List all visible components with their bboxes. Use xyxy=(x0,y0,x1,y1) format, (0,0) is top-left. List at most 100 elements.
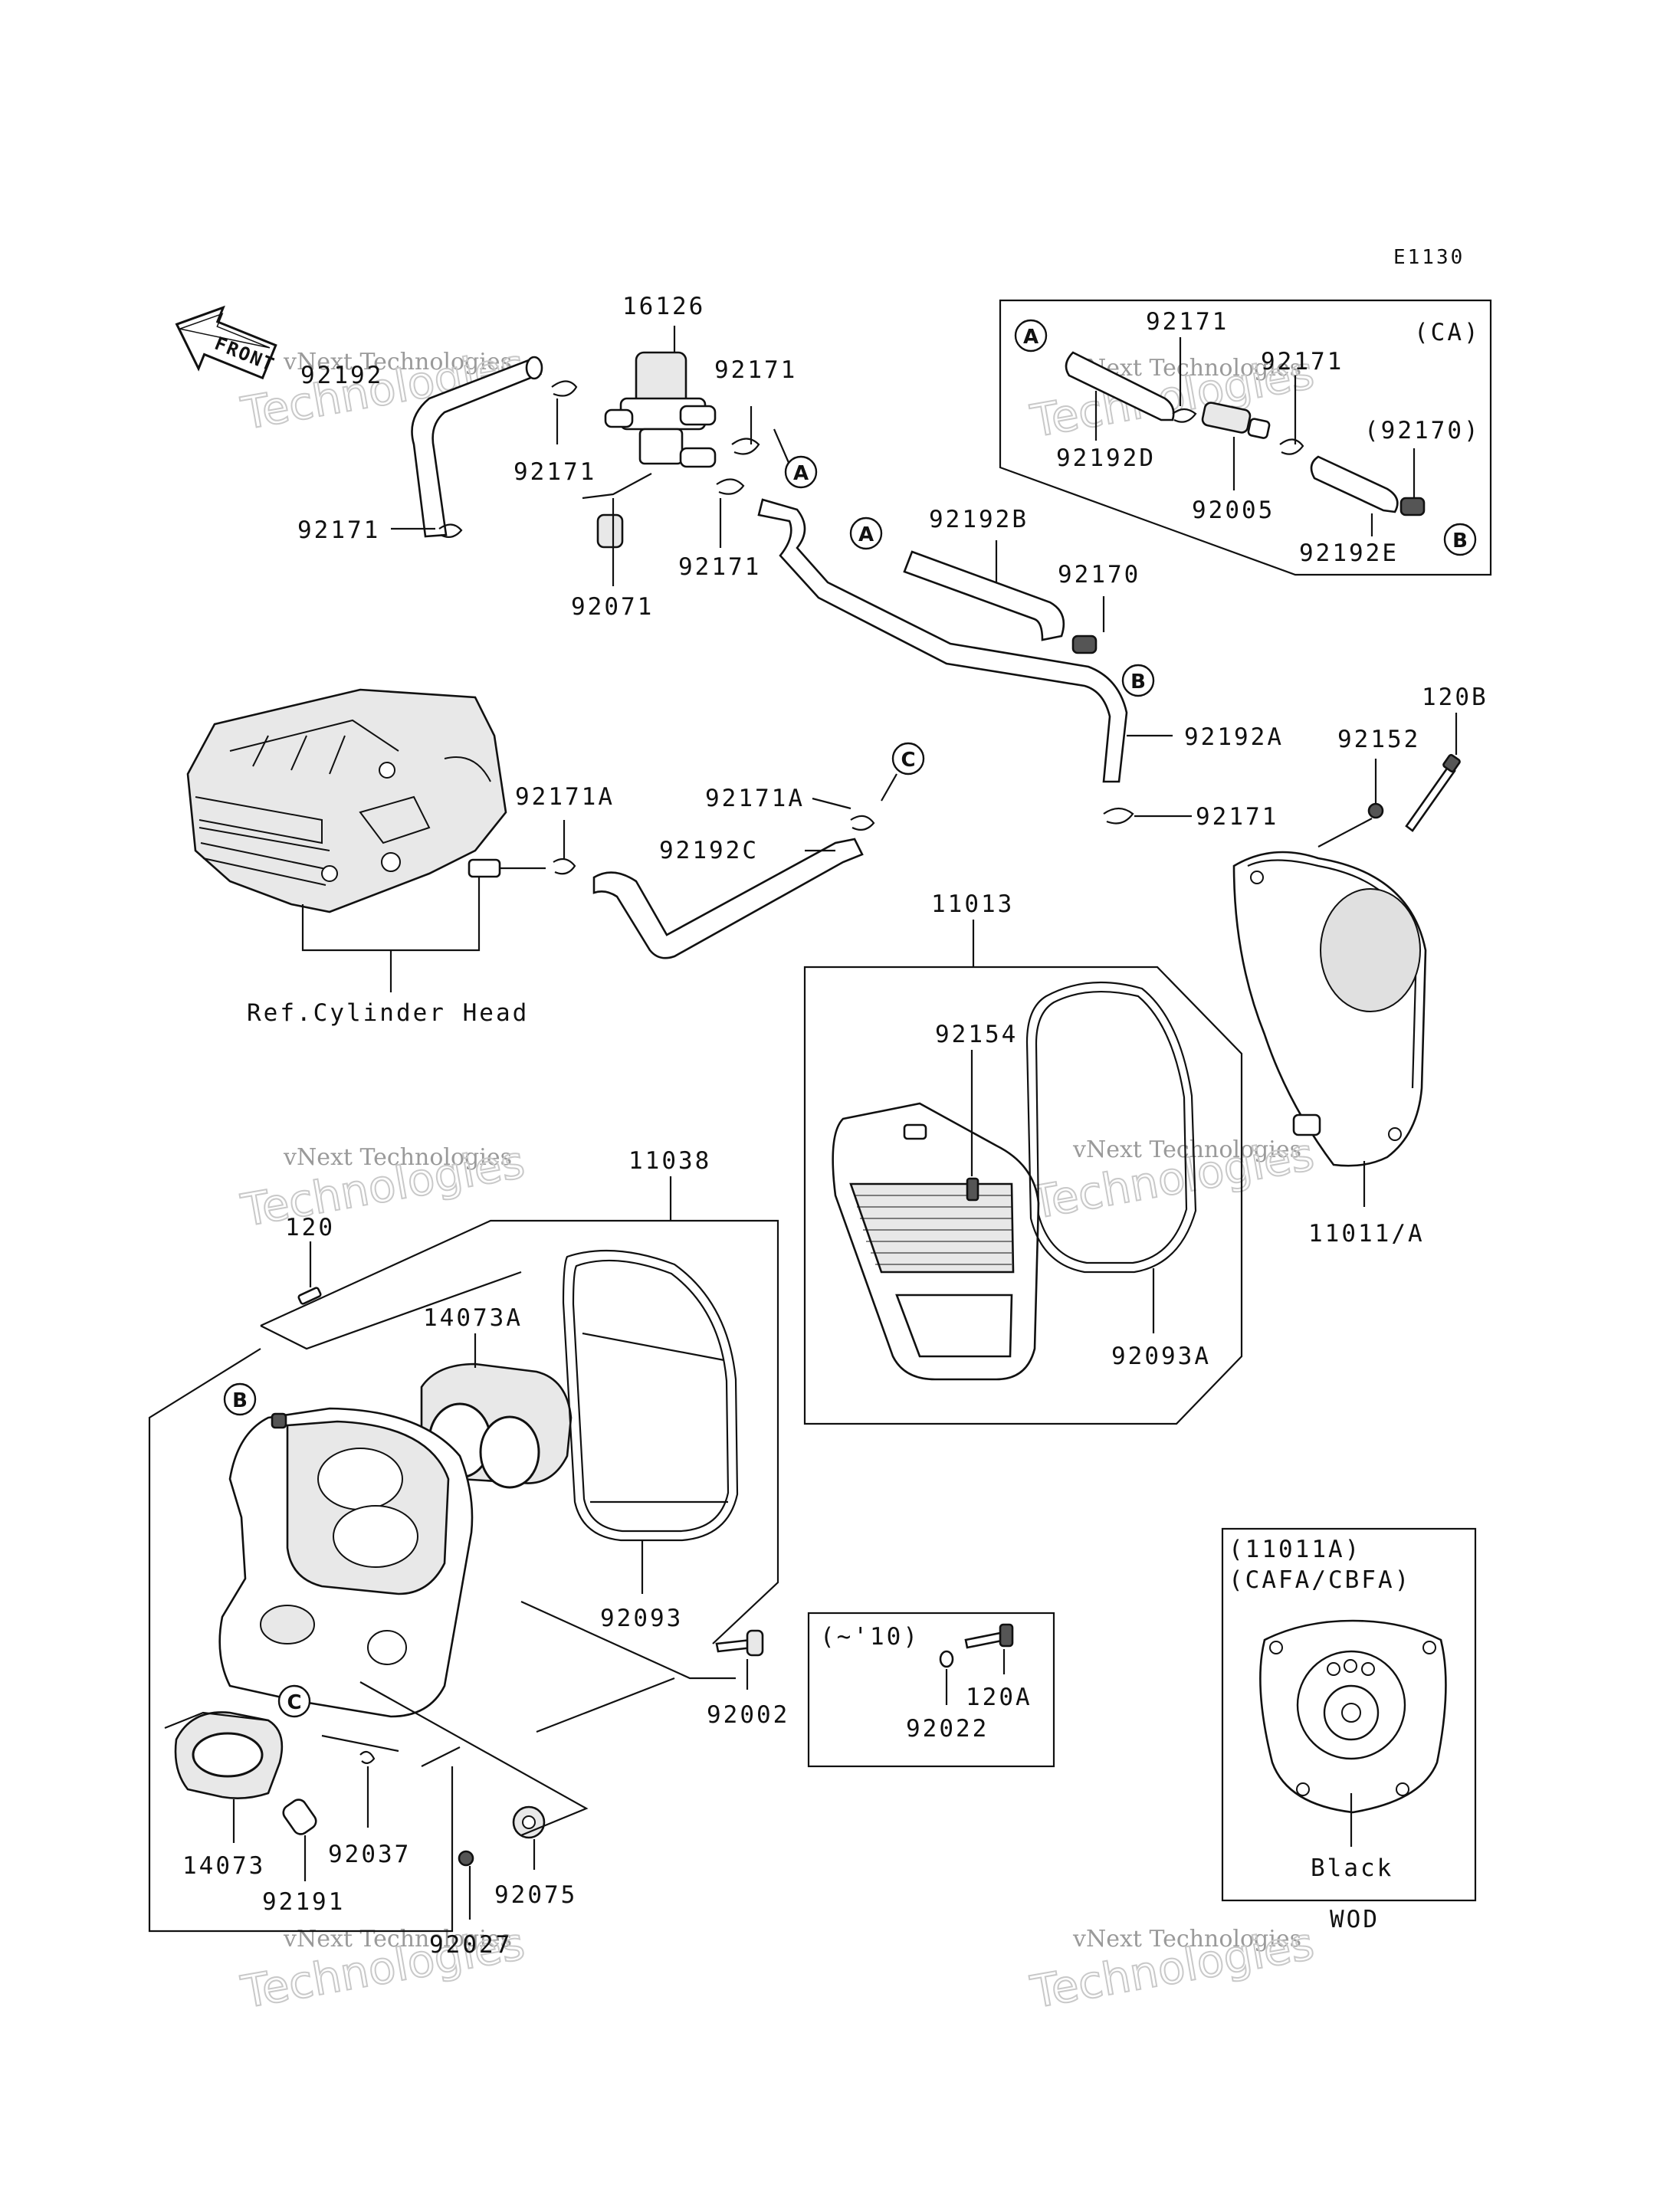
callout-b: B xyxy=(223,1382,257,1416)
plug-92191 xyxy=(282,1799,317,1835)
part-label: 92171A xyxy=(705,785,805,812)
part-label: 92093 xyxy=(600,1605,683,1632)
screw-120 xyxy=(297,1287,322,1305)
wod-label: WOD xyxy=(1330,1906,1380,1933)
clamp-92171a xyxy=(553,857,576,875)
base-port xyxy=(317,1448,403,1510)
part-label: 92171 xyxy=(714,356,797,384)
element-lower xyxy=(895,1294,1013,1358)
bolt-120b xyxy=(1405,765,1456,832)
ca-inset-frame xyxy=(999,299,1492,576)
part-label: 92022 xyxy=(906,1715,989,1743)
gasket-92093a xyxy=(1025,981,1197,1274)
range-label: (~'10) xyxy=(820,1623,920,1651)
hose-92192c xyxy=(592,838,864,959)
part-label: 92005 xyxy=(1192,497,1275,524)
part-label: 92171 xyxy=(514,458,596,486)
part-label: 14073 xyxy=(182,1852,265,1880)
joint-end xyxy=(1247,418,1271,439)
part-label: 92192D xyxy=(1056,444,1156,472)
svg-text:B: B xyxy=(1130,671,1146,694)
part-label: 92170 xyxy=(1058,561,1140,589)
svg-text:A: A xyxy=(793,462,809,485)
ca-title: (CA) xyxy=(1414,319,1481,346)
clip-92037 xyxy=(359,1750,376,1764)
base-box-frame xyxy=(421,1746,461,1767)
leader-line xyxy=(881,773,897,802)
bolt-head xyxy=(746,1629,764,1657)
cover-center-hole xyxy=(1341,1703,1361,1723)
part-label: 11013 xyxy=(931,890,1014,918)
cover-hole xyxy=(1422,1641,1436,1654)
base-box-frame xyxy=(148,1348,454,1933)
part-label: 92192A xyxy=(1184,723,1284,751)
fitting xyxy=(468,858,501,878)
element-assembly-11013: 11013 92154 92093A xyxy=(803,890,1243,1425)
part-label: 92171 xyxy=(1196,803,1278,831)
cylinder-head: C Ref.Cylinder Head 92171A 92171A 92192C xyxy=(186,688,925,1027)
callout-a: A xyxy=(1014,319,1048,353)
base-boss xyxy=(260,1605,315,1644)
duct-opening xyxy=(192,1732,264,1778)
inset-frame xyxy=(807,1612,1055,1768)
part-label: 92171 xyxy=(678,553,761,581)
part-label: 92152 xyxy=(1337,726,1420,753)
clamp-92171 xyxy=(1172,408,1197,423)
screw-92154 xyxy=(966,1177,979,1202)
base-box-frame xyxy=(536,1677,675,1733)
element-tab xyxy=(903,1123,927,1140)
part-label: 92192B xyxy=(929,506,1029,533)
clamp-92171 xyxy=(731,438,760,455)
callout-a: A xyxy=(784,455,818,489)
cover-hole xyxy=(1361,1662,1375,1676)
svg-text:B: B xyxy=(1452,530,1468,553)
part-label: 92192 xyxy=(300,362,383,389)
element-filter xyxy=(849,1182,1015,1274)
watermark: vNext Technologies Technologies vNext Te… xyxy=(237,338,1319,2019)
cover-hole xyxy=(1250,871,1264,884)
leader-line xyxy=(773,428,791,465)
part-label: 92192E xyxy=(1299,539,1399,567)
cover-dome xyxy=(1320,888,1421,1012)
joint-92005 xyxy=(1201,402,1252,434)
part-label: 120A xyxy=(966,1684,1032,1711)
cover-hole xyxy=(1327,1662,1340,1676)
callout-c: C xyxy=(891,742,925,776)
hose-92192a xyxy=(757,498,1128,783)
part-label: 120 xyxy=(285,1214,335,1241)
cover-hole xyxy=(1296,1782,1310,1796)
cylinder-head-block xyxy=(186,688,507,913)
cover-hole xyxy=(1388,1127,1402,1141)
callout-a: A xyxy=(849,516,883,550)
part-label: (92170) xyxy=(1364,417,1481,444)
grommet-hole xyxy=(522,1815,536,1829)
watermark-text: vNext Technologies xyxy=(1072,1136,1301,1163)
element-box-frame xyxy=(803,966,1243,1425)
base-fitting xyxy=(367,1630,407,1665)
svg-text:B: B xyxy=(232,1389,248,1412)
leader-line xyxy=(1317,818,1373,848)
svg-text:A: A xyxy=(1023,326,1039,349)
wod-markets-label: (CAFA/CBFA) xyxy=(1229,1566,1411,1594)
part-label: 92154 xyxy=(935,1021,1018,1048)
base-nipple xyxy=(271,1412,287,1429)
screw-head xyxy=(999,1623,1014,1648)
clamp-92170 xyxy=(1399,497,1426,516)
diagram-code: E1130 xyxy=(1393,246,1465,269)
callout-b: B xyxy=(1121,664,1155,697)
part-label: 120B xyxy=(1422,684,1488,711)
part-label: 92171 xyxy=(1261,348,1344,375)
watermark-text: vNext Technologies xyxy=(283,1926,512,1953)
clamp-92171 xyxy=(551,380,578,397)
leader-line xyxy=(812,797,851,810)
hose-end xyxy=(525,356,543,380)
part-label: 92171 xyxy=(297,516,380,544)
valve-nozzle xyxy=(604,408,634,428)
part-label: 92002 xyxy=(707,1701,789,1729)
part-label: 92171A xyxy=(515,783,615,811)
watermark-text: vNext Technologies xyxy=(1072,1926,1301,1953)
part-label: 92171 xyxy=(1146,308,1229,336)
valve-nozzle xyxy=(679,405,717,426)
